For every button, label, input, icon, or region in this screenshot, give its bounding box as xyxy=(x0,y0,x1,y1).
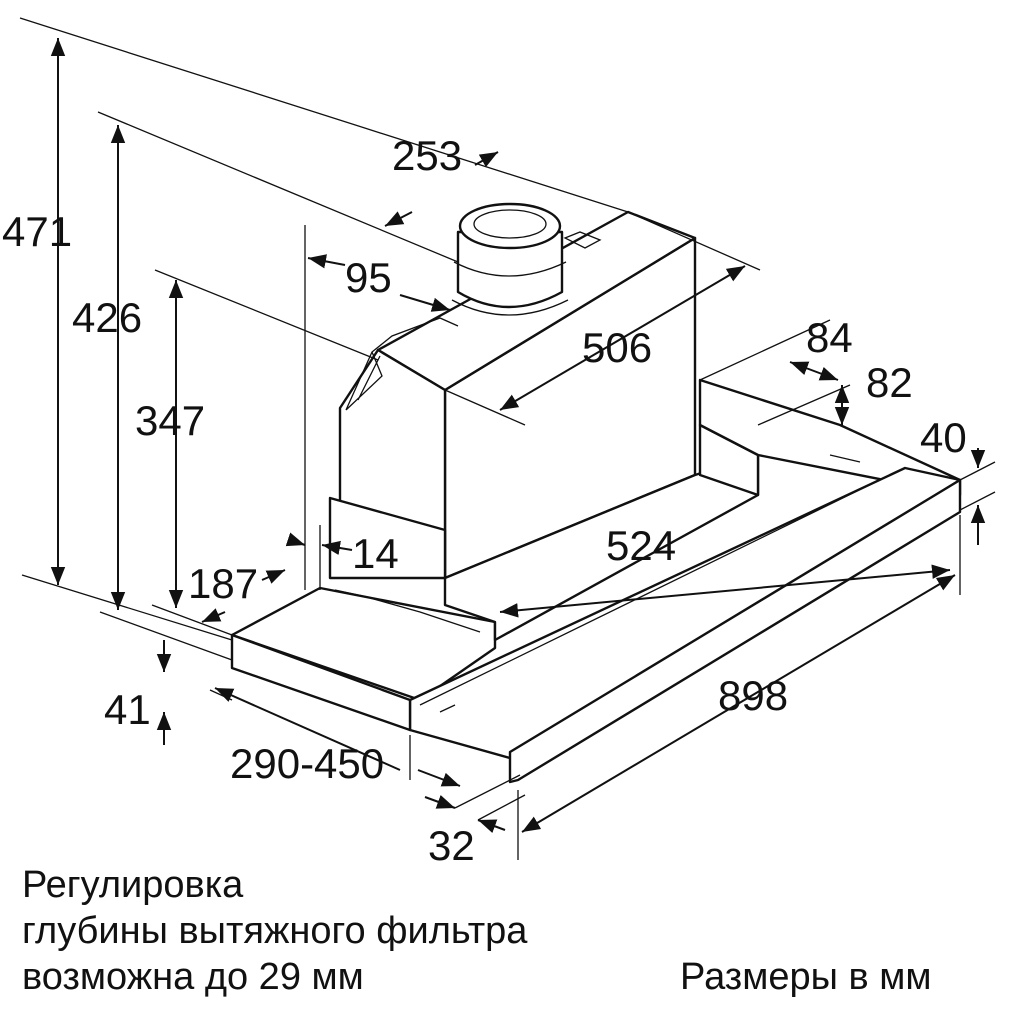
dim-14-arrow-b xyxy=(321,540,353,556)
dim-187-arrow-b xyxy=(201,608,226,623)
dim-290-450-line xyxy=(214,687,401,771)
extension-lines xyxy=(19,17,996,860)
dim-32-label: 32 xyxy=(428,822,475,869)
vent-slots xyxy=(334,589,481,633)
dim-95-label: 95 xyxy=(345,254,392,301)
dim-14-arrow-a xyxy=(285,532,306,547)
dim-187-label: 187 xyxy=(188,560,258,607)
depth-note-line-2: глубины вытяжного фильтра xyxy=(22,910,528,952)
dimension-labels: 471 426 347 253 95 506 84 82 40 14 187 5… xyxy=(2,132,967,869)
depth-note-line-3: возможна до 29 мм xyxy=(22,956,364,998)
dim-84-line xyxy=(789,361,839,381)
right-bracket xyxy=(563,231,602,249)
dim-506-label: 506 xyxy=(582,324,652,371)
dim-32-arrow-a xyxy=(424,795,456,809)
front-left-face xyxy=(230,633,412,732)
dim-14-label: 14 xyxy=(352,530,399,577)
dim-506-line xyxy=(499,265,746,411)
dim-347-label: 347 xyxy=(135,397,205,444)
dim-898-label: 898 xyxy=(718,672,788,719)
left-bracket xyxy=(345,317,459,411)
units-note-text: Размеры в мм xyxy=(680,956,932,998)
dim-84-label: 84 xyxy=(806,314,853,361)
depth-adjustment-note: Регулировка глубины вытяжного фильтра во… xyxy=(22,862,682,1000)
dim-253-label: 253 xyxy=(392,132,462,179)
dim-290-450-label: 290-450 xyxy=(230,740,384,787)
dimension-lines xyxy=(50,38,986,834)
dim-898-line xyxy=(521,574,956,833)
dim-253-arrow-a xyxy=(474,151,499,168)
dim-290-450-arrow-b xyxy=(417,769,461,787)
dim-82-label: 82 xyxy=(866,359,913,406)
depth-note-line-1: Регулировка xyxy=(22,864,244,906)
dim-95-arrow-a xyxy=(307,254,346,269)
dim-426-label: 426 xyxy=(72,294,142,341)
dim-253-arrow-b xyxy=(384,211,413,227)
dim-40-label: 40 xyxy=(920,414,967,461)
dim-524-label: 524 xyxy=(606,522,676,569)
dim-41-label: 41 xyxy=(104,686,151,733)
exhaust-outlet xyxy=(451,202,569,316)
dim-471-label: 471 xyxy=(2,208,72,255)
hood-body xyxy=(230,202,962,784)
dim-187-arrow xyxy=(261,569,286,584)
dim-32-arrow-b xyxy=(477,819,506,834)
units-note: Размеры в мм xyxy=(680,954,931,1000)
dim-95-arrow-b xyxy=(399,294,451,312)
